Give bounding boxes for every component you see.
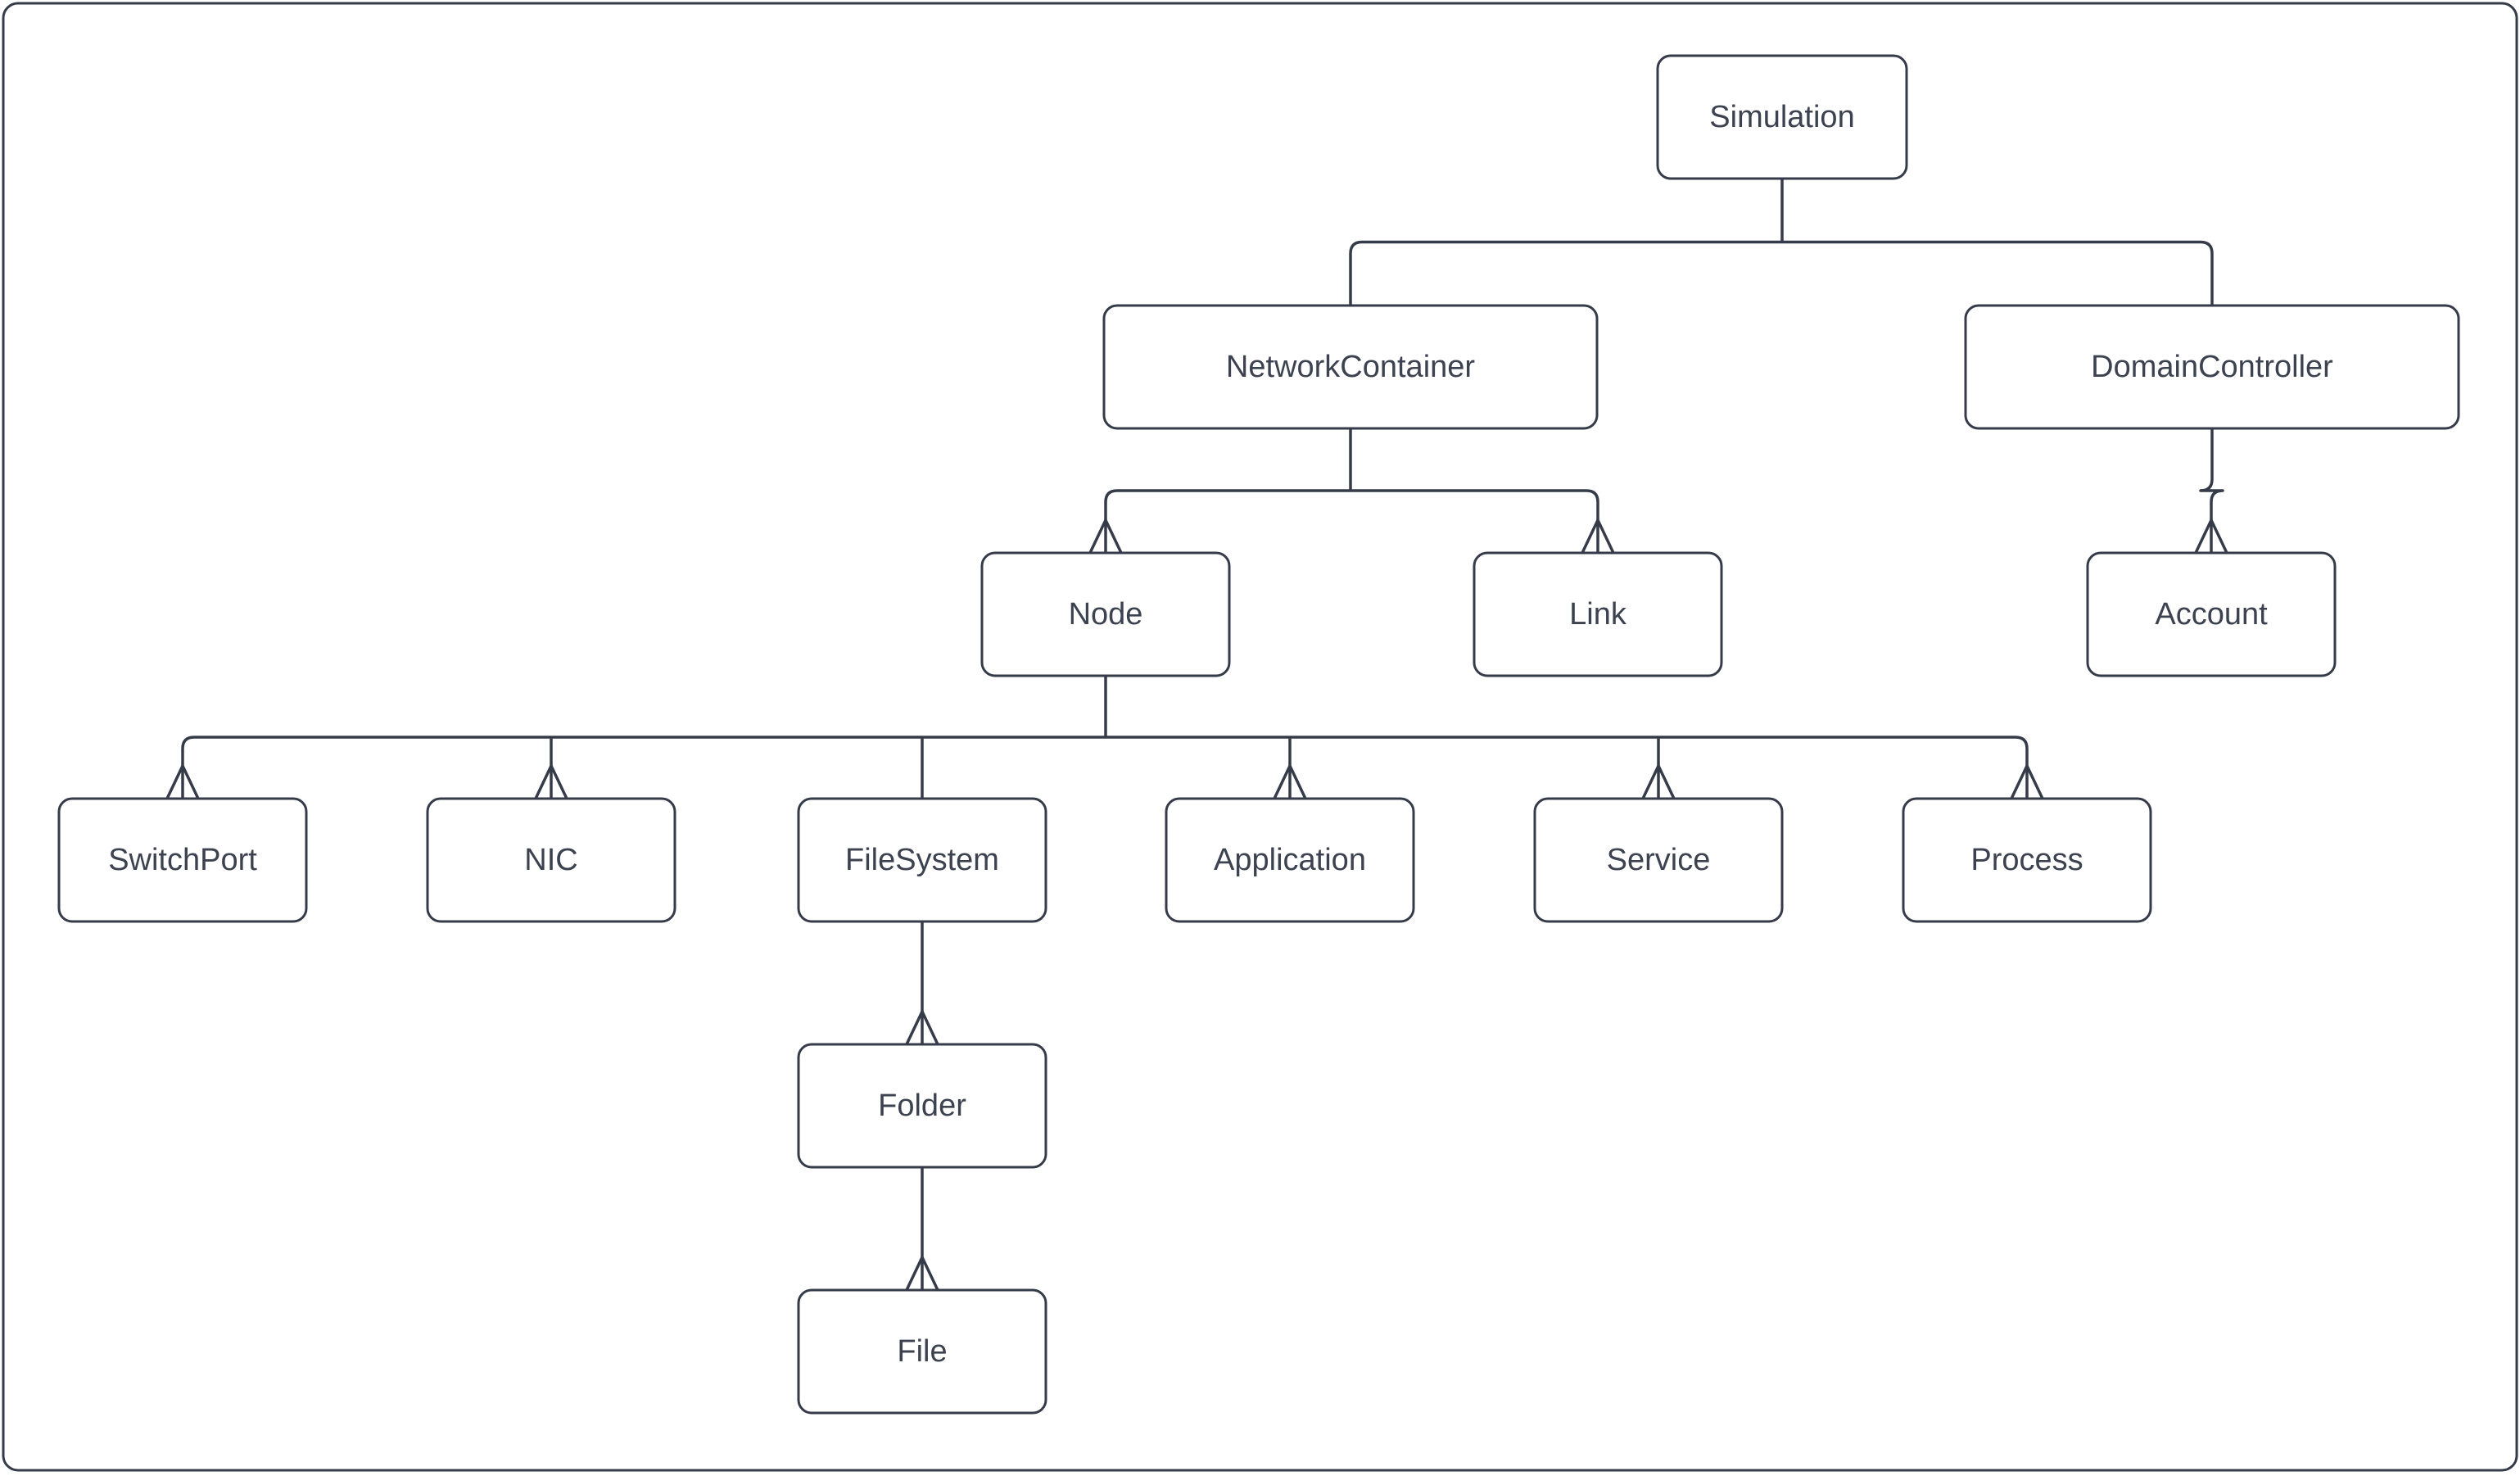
- class-node-label: Service: [1607, 843, 1711, 877]
- class-node-link[interactable]: Link: [1474, 553, 1721, 676]
- class-node-node[interactable]: Node: [982, 553, 1229, 676]
- class-node-nic[interactable]: NIC: [428, 799, 675, 921]
- class-node-label: NetworkContainer: [1226, 350, 1475, 384]
- class-node-folder[interactable]: Folder: [799, 1044, 1046, 1167]
- class-node-simulation[interactable]: Simulation: [1658, 56, 1907, 179]
- class-node-file[interactable]: File: [799, 1290, 1046, 1413]
- class-node-label: NIC: [524, 843, 577, 877]
- class-node-label: Node: [1069, 597, 1143, 632]
- class-node-label: DomainController: [2091, 350, 2333, 384]
- class-node-label: Application: [1214, 843, 1366, 877]
- class-node-label: SwitchPort: [108, 843, 257, 877]
- class-node-switchport[interactable]: SwitchPort: [59, 799, 306, 921]
- class-node-label: Simulation: [1709, 100, 1854, 134]
- class-node-filesystem[interactable]: FileSystem: [799, 799, 1046, 921]
- class-node-process[interactable]: Process: [1903, 799, 2151, 921]
- class-node-account[interactable]: Account: [2088, 553, 2335, 676]
- class-node-label: Link: [1569, 597, 1627, 632]
- class-node-label: Process: [1970, 843, 2083, 877]
- class-node-label: FileSystem: [845, 843, 999, 877]
- class-node-label: Account: [2155, 597, 2268, 632]
- class-node-label: Folder: [878, 1089, 966, 1123]
- class-node-service[interactable]: Service: [1535, 799, 1782, 921]
- class-node-label: File: [897, 1334, 947, 1369]
- class-node-domaincontroller[interactable]: DomainController: [1966, 306, 2459, 428]
- class-node-networkcontainer[interactable]: NetworkContainer: [1104, 306, 1597, 428]
- class-node-application[interactable]: Application: [1166, 799, 1414, 921]
